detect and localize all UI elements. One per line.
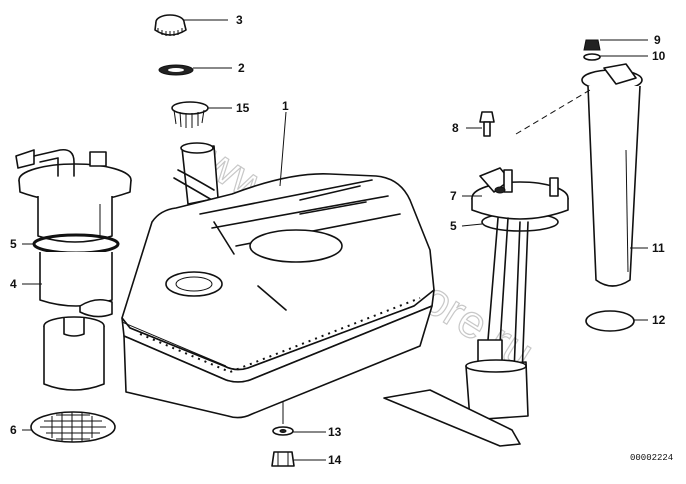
filler-cap: [154, 14, 187, 36]
callout-13: 13: [328, 425, 342, 439]
cap-gasket: [158, 64, 194, 76]
callout-2: 2: [238, 61, 245, 75]
callout-9: 9: [654, 33, 661, 47]
fuel-pump-canister: [15, 148, 132, 243]
level-sender: [581, 63, 643, 287]
callout-5-left: 5: [10, 237, 17, 251]
filler-neck-ring: [171, 101, 209, 128]
callout-3: 3: [236, 13, 243, 27]
drain-plug: [271, 451, 295, 467]
callout-10: 10: [652, 49, 666, 63]
callout-1: 1: [282, 99, 289, 113]
callout-11: 11: [652, 241, 665, 255]
nut: [583, 39, 601, 51]
callout-7: 7: [450, 189, 457, 203]
callout-12: 12: [652, 313, 666, 327]
callout-15: 15: [236, 101, 250, 115]
washer: [583, 53, 601, 61]
callout-5-right: 5: [450, 219, 457, 233]
pump-canister-lower: [39, 252, 113, 318]
filter-insert: [43, 316, 105, 391]
drain-washer: [272, 426, 294, 436]
callout-8: 8: [452, 121, 459, 135]
document-number: 00002224: [630, 453, 673, 463]
strainer-screen: [30, 411, 116, 443]
callout-14: 14: [328, 453, 342, 467]
callout-6: 6: [10, 423, 17, 437]
level-sender-ring: [585, 310, 635, 332]
fuel-tank: [121, 142, 435, 419]
tank-sender: [383, 167, 569, 447]
callout-4: 4: [10, 277, 17, 291]
mounting-bolt: [479, 111, 495, 137]
